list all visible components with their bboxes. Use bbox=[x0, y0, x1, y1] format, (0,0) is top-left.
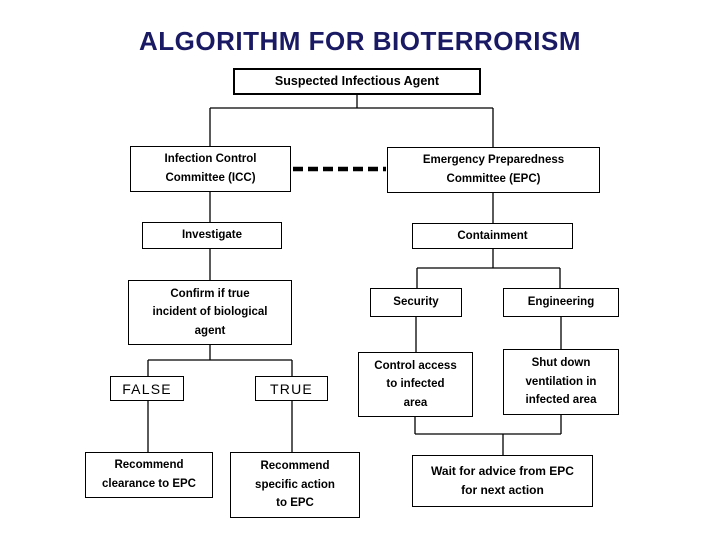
node-true-branch: TRUE bbox=[255, 376, 328, 401]
node-shutdown-ventilation: Shut down ventilation in infected area bbox=[503, 349, 619, 415]
node-wait-for-advice: Wait for advice from EPC for next action bbox=[412, 455, 593, 507]
node-suspected-infectious-agent: Suspected Infectious Agent bbox=[233, 68, 481, 95]
node-control-access: Control access to infected area bbox=[358, 352, 473, 417]
node-recommend-specific-action: Recommend specific action to EPC bbox=[230, 452, 360, 518]
page-title: ALGORITHM FOR BIOTERRORISM bbox=[139, 26, 581, 56]
node-emergency-preparedness-committee: Emergency Preparedness Committee (EPC) bbox=[387, 147, 600, 193]
node-confirm-incident: Confirm if true incident of biological a… bbox=[128, 280, 292, 345]
node-infection-control-committee: Infection Control Committee (ICC) bbox=[130, 146, 291, 192]
node-containment: Containment bbox=[412, 223, 573, 249]
node-engineering: Engineering bbox=[503, 288, 619, 317]
node-recommend-clearance: Recommend clearance to EPC bbox=[85, 452, 213, 498]
node-security: Security bbox=[370, 288, 462, 317]
node-investigate: Investigate bbox=[142, 222, 282, 249]
node-false-branch: FALSE bbox=[110, 376, 184, 401]
